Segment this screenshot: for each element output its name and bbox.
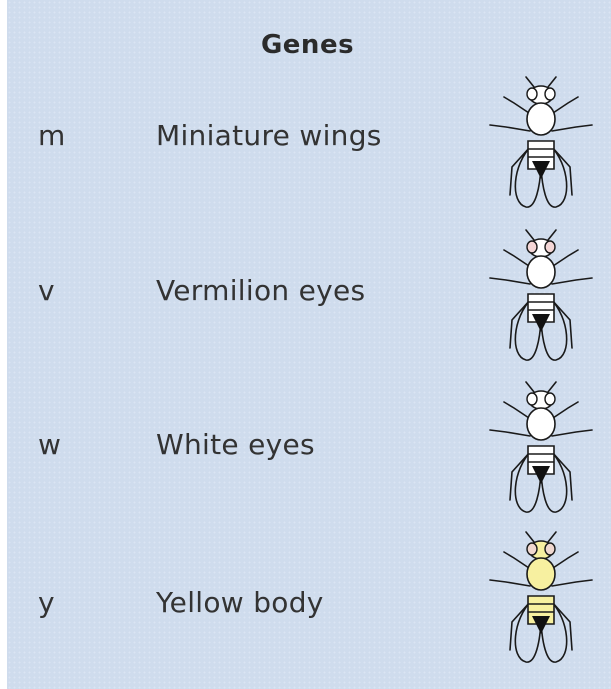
- gene-symbol: m: [38, 119, 65, 152]
- gene-symbol: v: [38, 274, 55, 307]
- gene-row-w: w White eyes: [0, 380, 611, 530]
- gene-name: Vermilion eyes: [156, 274, 365, 307]
- gene-symbol: w: [38, 428, 61, 461]
- gene-row-y: y Yellow body: [0, 530, 611, 680]
- gene-symbol: y: [38, 586, 55, 619]
- gene-row-v: v Vermilion eyes: [0, 228, 611, 378]
- yellow-body-fly-icon: [482, 530, 600, 670]
- panel-title: Genes: [0, 30, 611, 60]
- white-eye-fly-icon: [482, 380, 600, 520]
- miniature-wing-fly-icon: [482, 75, 600, 215]
- vermilion-eye-fly-icon: [482, 228, 600, 368]
- gene-name: Yellow body: [156, 586, 324, 619]
- gene-name: White eyes: [156, 428, 315, 461]
- gene-row-m: m Miniature wings: [0, 75, 611, 225]
- gene-name: Miniature wings: [156, 119, 382, 152]
